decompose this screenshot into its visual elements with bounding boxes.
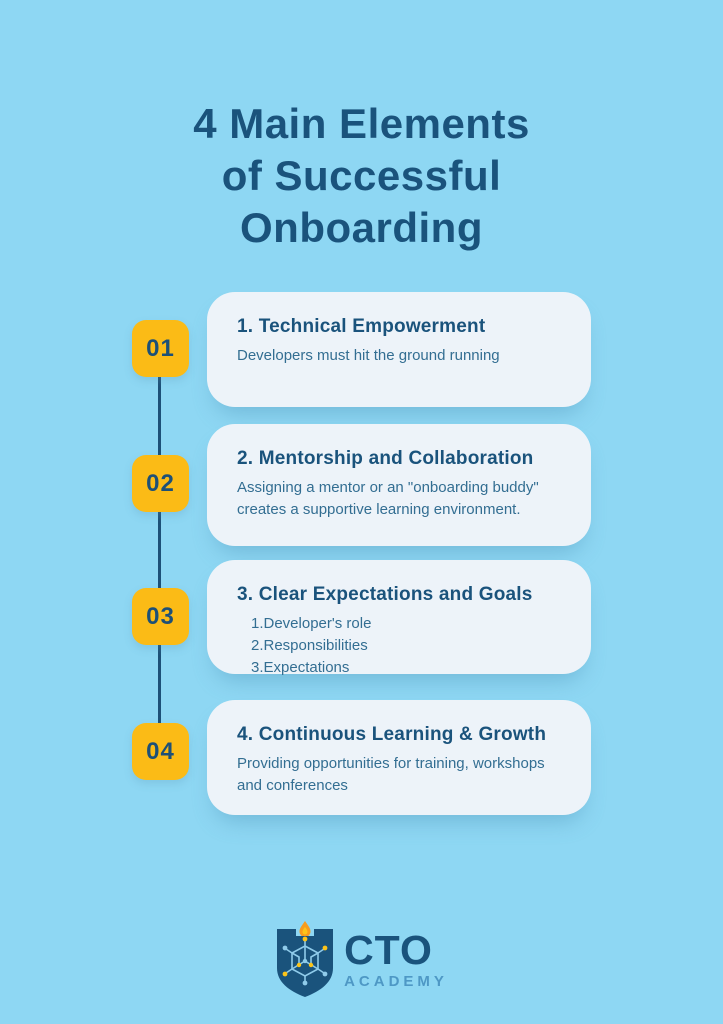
shield-circuit-icon xyxy=(277,921,334,997)
logo-text: CTO ACADEMY xyxy=(344,927,448,991)
card-title: 3. Clear Expectations and Goals xyxy=(237,584,533,605)
step-badge-label: 02 xyxy=(146,469,175,497)
card-title: 4. Continuous Learning & Growth xyxy=(237,724,547,745)
card-continuous-learning: 4. Continuous Learning & Growth Providin… xyxy=(207,700,591,815)
card-body: Assigning a mentor or an "onboarding bud… xyxy=(237,479,539,518)
timeline-connector-line xyxy=(158,348,161,754)
step-badge-01: 01 xyxy=(132,320,189,377)
list-item: 1.Developer's role xyxy=(251,615,372,632)
step-badge-label: 01 xyxy=(146,334,175,362)
card-list: 1.Developer's role 2.Responsibilities 3.… xyxy=(237,613,561,679)
list-item: 2.Responsibilities xyxy=(251,637,368,654)
card-body: Developers must hit the ground running xyxy=(237,347,500,364)
card-technical-empowerment: 1. Technical Empowerment Developers must… xyxy=(207,292,591,407)
card-mentorship-collaboration: 2. Mentorship and Collaboration Assignin… xyxy=(207,424,591,546)
logo-subtitle: ACADEMY xyxy=(344,973,448,990)
page-title: 4 Main Elements of Successful Onboarding xyxy=(193,100,530,252)
card-title: 1. Technical Empowerment xyxy=(237,316,486,337)
cto-academy-logo: CTO ACADEMY xyxy=(0,920,723,1000)
card-body: Providing opportunities for training, wo… xyxy=(237,755,545,794)
step-badge-02: 02 xyxy=(132,455,189,512)
step-badge-04: 04 xyxy=(132,723,189,780)
list-item: 3.Expectations xyxy=(251,659,350,676)
step-badge-03: 03 xyxy=(132,588,189,645)
logo-name: CTO xyxy=(344,927,433,973)
step-badge-label: 03 xyxy=(146,602,175,630)
step-badge-label: 04 xyxy=(146,737,175,765)
card-clear-expectations: 3. Clear Expectations and Goals 1.Develo… xyxy=(207,560,591,676)
card-title: 2. Mentorship and Collaboration xyxy=(237,448,534,469)
